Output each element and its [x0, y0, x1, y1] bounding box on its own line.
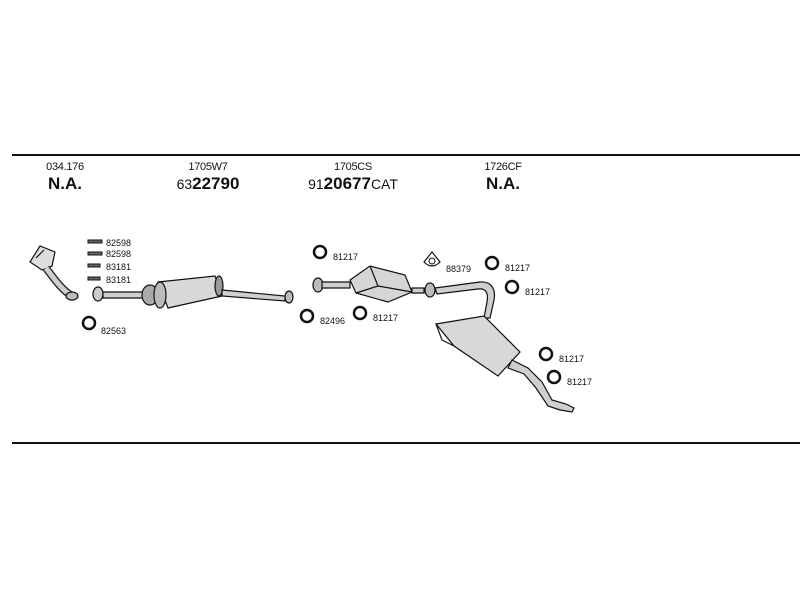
top-divider — [12, 154, 800, 156]
flange-gasket-hole-icon — [428, 257, 436, 265]
gasket-ring-icon — [299, 308, 315, 324]
label-81217-c: 81217 — [505, 263, 530, 273]
gasket-ring-icon — [546, 369, 562, 385]
label-82598-b: 82598 — [106, 249, 131, 259]
front-downpipe — [29, 245, 79, 301]
label-83181-b: 83181 — [106, 275, 131, 285]
flange-gasket-icon — [423, 251, 441, 267]
gasket-ring-icon — [484, 255, 500, 271]
column-3-code: 1705CS — [334, 161, 372, 173]
label-81217-f: 81217 — [567, 377, 592, 387]
column-2-part-number: 6322790 — [176, 174, 240, 193]
label-82598: 82598 — [106, 238, 131, 248]
gasket-ring-icon — [504, 279, 520, 295]
clamp-hardware-group — [87, 239, 103, 281]
label-82496: 82496 — [320, 316, 345, 326]
label-81217-e: 81217 — [559, 354, 584, 364]
middle-silencer — [92, 275, 294, 309]
column-1-part-number: N.A. — [48, 174, 82, 193]
column-4-header: 1726CF N.A. — [438, 161, 568, 194]
label-81217-d: 81217 — [525, 287, 550, 297]
gasket-ring-icon — [81, 315, 97, 331]
column-4-part-number: N.A. — [486, 174, 520, 193]
gasket-ring-icon — [538, 346, 554, 362]
column-4-code: 1726CF — [484, 161, 522, 173]
rear-silencer — [424, 281, 575, 413]
catalytic-converter — [312, 265, 425, 303]
column-1-code: 034.176 — [46, 161, 84, 173]
label-81217-a: 81217 — [333, 252, 358, 262]
label-88379: 88379 — [446, 264, 471, 274]
column-2-header: 1705W7 6322790 — [143, 161, 273, 194]
column-2-code: 1705W7 — [188, 161, 228, 173]
gasket-ring-icon — [352, 305, 368, 321]
gasket-ring-icon — [312, 244, 328, 260]
column-3-part-number: 9120677CAT — [308, 174, 398, 193]
column-3-header: 1705CS 9120677CAT — [288, 161, 418, 194]
bottom-divider — [12, 442, 800, 444]
label-82563: 82563 — [101, 326, 126, 336]
label-81217-b: 81217 — [373, 313, 398, 323]
column-1-header: 034.176 N.A. — [0, 161, 130, 194]
label-83181-a: 83181 — [106, 262, 131, 272]
